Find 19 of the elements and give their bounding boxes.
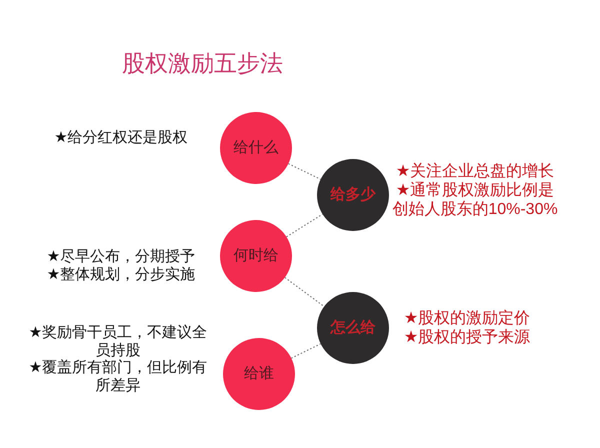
note-text: ★股权的授予来源 — [404, 328, 530, 347]
note-text: ★通常股权激励比例是创始人股东的10%-30% — [391, 181, 559, 219]
title: 股权激励五步法 — [122, 49, 283, 78]
note-text: ★关注企业总盘的增长 — [396, 162, 554, 181]
circle-node: 怎么给 — [317, 292, 389, 364]
note-text: ★股权的激励定价 — [404, 309, 530, 328]
note-text: ★覆盖所有部门，但比例有所差异 — [28, 359, 208, 395]
note-text: ★尽早公布，分期授予 — [46, 248, 196, 266]
note-text: ★整体规划，分步实施 — [46, 266, 196, 284]
connector-line — [286, 214, 323, 238]
connector-line — [284, 277, 325, 307]
circle-node: 何时给 — [220, 220, 292, 292]
connector-line — [288, 163, 322, 180]
circle-node: 给多少 — [317, 159, 389, 231]
circle-node: 给什么 — [220, 112, 292, 184]
note-text: ★奖励骨干员工，不建议全员持股 — [28, 324, 208, 359]
circle-node: 给谁 — [223, 338, 295, 410]
connector-line — [290, 343, 322, 359]
note-text: ★给分红权还是股权 — [54, 129, 188, 147]
